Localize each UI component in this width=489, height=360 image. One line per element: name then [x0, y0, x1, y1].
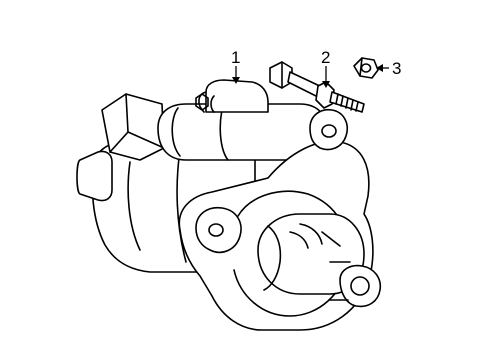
- callout-label-3: 3: [392, 59, 401, 78]
- starter-solenoid-cap: [205, 79, 269, 113]
- callout-3: 3: [376, 59, 401, 78]
- callout-label-1: 1: [231, 48, 240, 67]
- starter-motor: [76, 79, 382, 331]
- callout-1: 1: [231, 48, 240, 84]
- callout-2: 2: [321, 48, 330, 88]
- starter-rear-cap: [76, 150, 113, 202]
- starter-nose-housing: [257, 213, 365, 295]
- callout-label-2: 2: [321, 48, 330, 67]
- nut: [353, 57, 379, 79]
